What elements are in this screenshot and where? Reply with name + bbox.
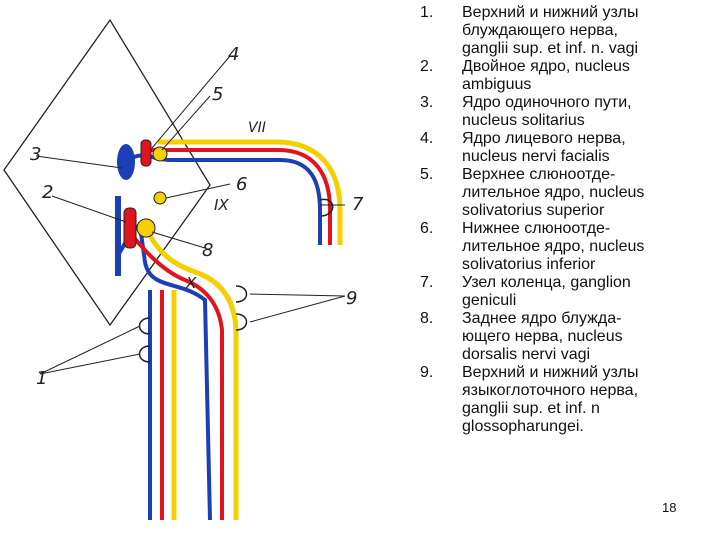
legend-num: 1. — [420, 4, 434, 21]
legend-text: Верхний и нижний узлы блуждающего нерва,… — [462, 4, 639, 57]
label-5: 5 — [212, 84, 223, 105]
label-roman-vii: VII — [248, 120, 266, 136]
nucleus-solitarius — [117, 144, 135, 180]
nerve-nuclei-diagram: 1 2 3 4 5 6 7 8 9 VII IX X — [3, 18, 364, 521]
legend-item: 1. Верхний и нижний узлы блуждающего нерв… — [410, 4, 710, 58]
legend-item: 8. Заднее ядро блужда- ющего нерва, nucle… — [410, 310, 710, 364]
nucleus-nervi-facialis — [140, 139, 152, 167]
label-3: 3 — [30, 144, 41, 165]
label-7: 7 — [352, 194, 364, 215]
ix-nerve-yellow — [145, 230, 239, 520]
label-9: 9 — [346, 288, 357, 309]
legend-num: 9. — [420, 364, 434, 381]
label-2: 2 — [42, 182, 53, 203]
legend-item: 2. Двойное ядро, nucleus ambiguus — [410, 58, 710, 94]
legend-list: 1. Верхний и нижний узлы блуждающего нерв… — [410, 4, 710, 436]
legend-text: Узел коленца, ganglion geniculi — [462, 274, 631, 309]
legend-num: 3. — [420, 94, 434, 111]
legend-text: Ядро лицевого нерва, nucleus nervi facia… — [462, 130, 626, 165]
page-number: 18 — [662, 500, 677, 515]
legend-num: 5. — [420, 166, 434, 183]
brainstem-outline — [3, 18, 211, 327]
nucleus-solivatorius-inferior — [153, 191, 167, 205]
legend-num: 8. — [420, 310, 434, 327]
legend-num: 6. — [420, 220, 434, 237]
legend-item: 4. Ядро лицевого нерва, nucleus nervi fac… — [410, 130, 710, 166]
legend-item: 7. Узел коленца, ganglion geniculi — [410, 274, 710, 310]
label-roman-x: X — [185, 274, 197, 292]
legend-text: Нижнее слюноотде- лительное ядро, nucleu… — [462, 220, 645, 273]
label-roman-ix: IX — [214, 196, 229, 214]
label-8: 8 — [202, 240, 213, 261]
ganglion-geniculi — [319, 198, 334, 217]
legend-item: 6. Нижнее слюноотде- лительное ядро, nucl… — [410, 220, 710, 274]
legend-item: 5. Верхнее слюноотде- лительное ядро, nuc… — [410, 166, 710, 220]
legend-text: Заднее ядро блужда- ющего нерва, nucleus… — [462, 310, 623, 363]
nucleus-ambiguus — [123, 207, 137, 249]
leader-lines — [35, 55, 346, 375]
legend-item: 9. Верхний и нижний узлы языкоглоточного… — [410, 364, 710, 436]
legend-item: 3. Ядро одиночного пути, nucleus solitari… — [410, 94, 710, 130]
legend-text: Двойное ядро, nucleus ambiguus — [462, 58, 630, 93]
nucleus-dorsalis-nervi-vagi — [136, 218, 156, 238]
ix-nerve-red — [130, 233, 224, 520]
legend-num: 2. — [420, 58, 434, 75]
legend-text: Верхний и нижний узлы языкоглоточного не… — [462, 364, 639, 435]
legend-text: Ядро одиночного пути, nucleus solitarius — [462, 94, 632, 129]
label-1: 1 — [36, 368, 47, 389]
label-4: 4 — [228, 44, 239, 65]
legend-num: 4. — [420, 130, 434, 147]
label-6: 6 — [236, 174, 247, 195]
legend-text: Верхнее слюноотде- лительное ядро, nucle… — [462, 166, 645, 219]
glossopharyngeal-ganglia — [235, 285, 248, 331]
legend-num: 7. — [420, 274, 434, 291]
nucleus-solivatorius-superior — [152, 146, 168, 162]
